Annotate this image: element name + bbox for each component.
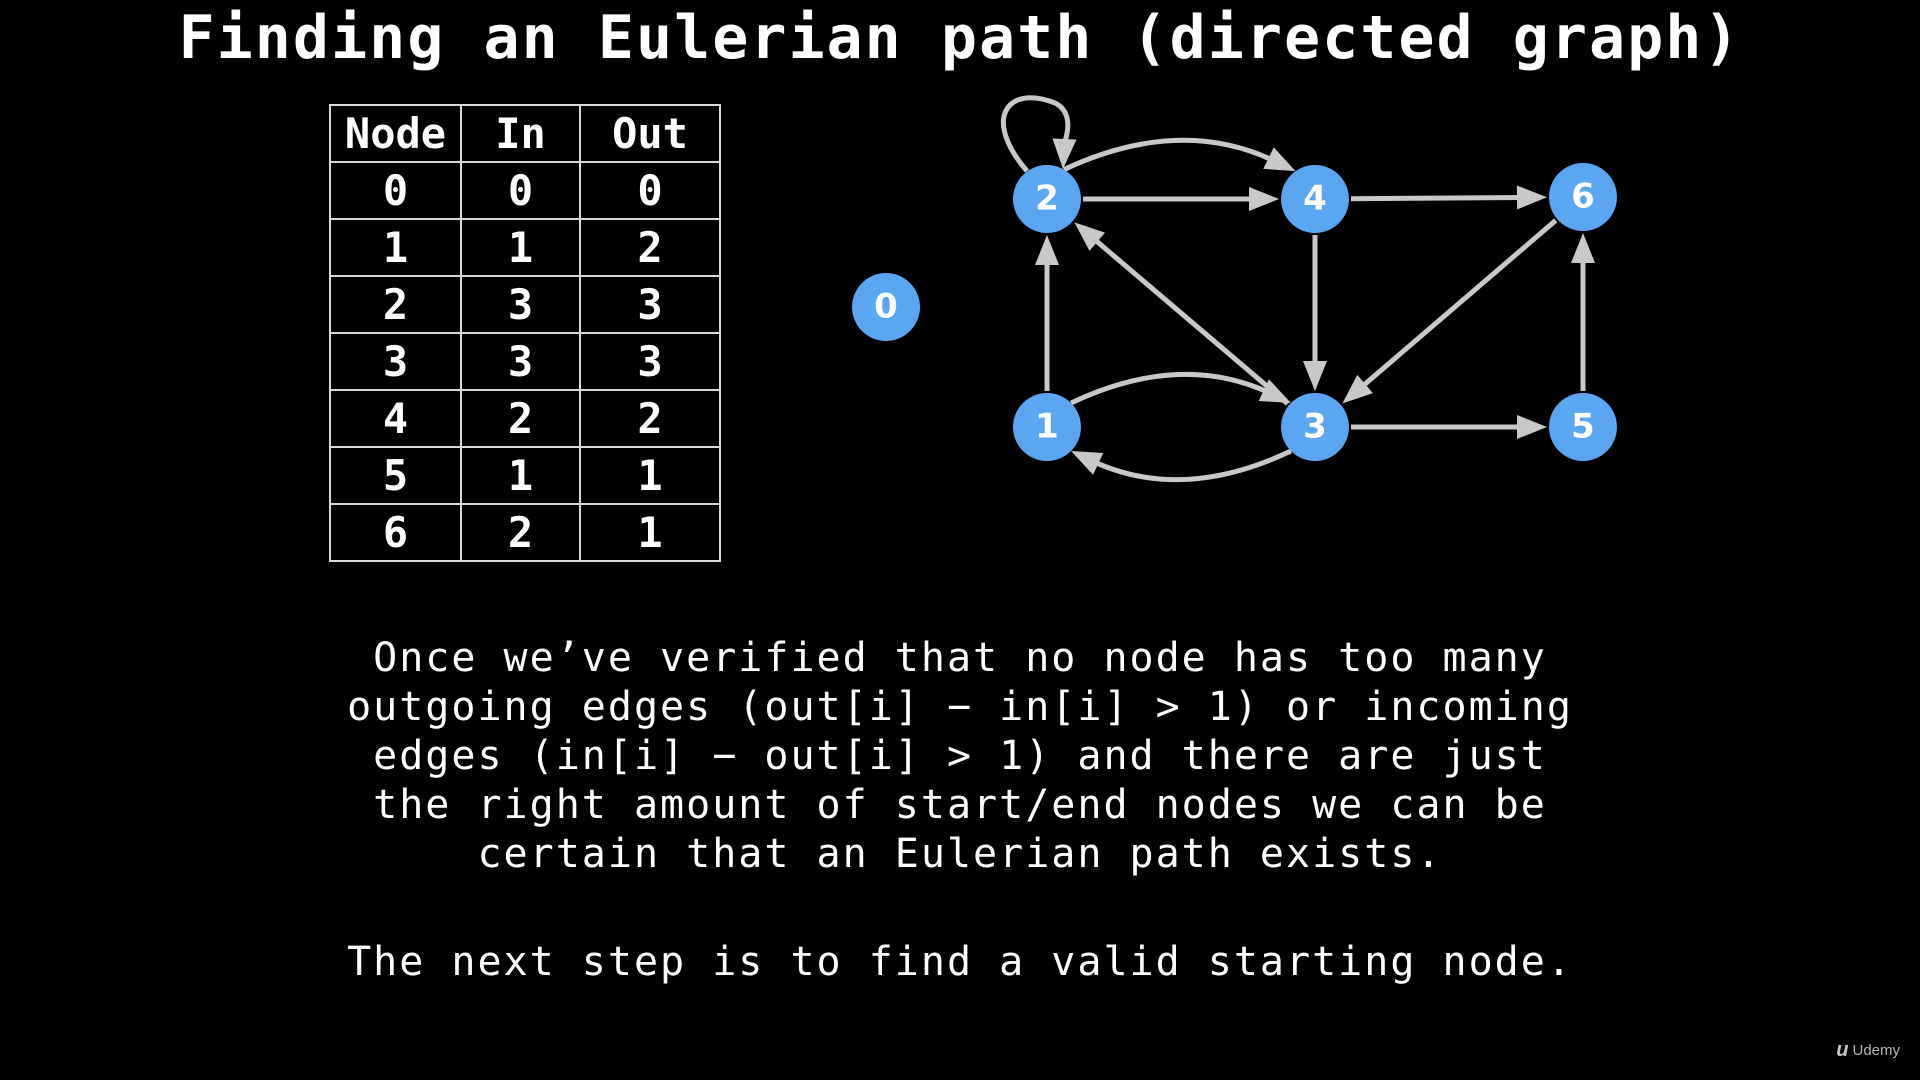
table-row: 0 0 0 [329,161,721,220]
explanation-line: edges (in[i] − out[i] > 1) and there are… [373,733,1547,779]
edge-3-to-1-arrowhead [1071,451,1104,475]
edge-3-to-5-arrowhead [1517,415,1547,439]
graph-node-label: 1 [1035,407,1059,447]
cell-out: 2 [579,218,721,277]
explanation-line: certain that an Eulerian path exists. [477,831,1443,877]
nodes-layer: 0 1 2 3 4 5 6 [852,163,1617,461]
graph-node-1: 1 [1013,393,1081,461]
edge-5-to-6-arrowhead [1571,233,1595,263]
cell-in: 3 [460,332,581,391]
graph-node-label: 6 [1571,177,1595,217]
watermark-label: Udemy [1852,1042,1900,1059]
graph-node-circle [1281,393,1349,461]
cell-in: 2 [460,389,581,448]
edge-6-to-3 [1358,218,1558,390]
graph-node-circle [1549,163,1617,231]
graph-node-6: 6 [1549,163,1617,231]
graph-node-label: 0 [874,287,898,327]
graph-node-label: 2 [1035,179,1059,219]
cell-out: 1 [579,446,721,505]
graph-node-circle [1549,393,1617,461]
next-step-text: The next step is to find a valid startin… [347,939,1573,985]
cell-in: 1 [460,446,581,505]
column-header-node: Node [329,104,462,163]
cell-out: 3 [579,332,721,391]
edge-3-to-2 [1091,235,1290,406]
graph-node-label: 5 [1571,407,1595,447]
graph-node-0: 0 [852,273,920,341]
graph-node-4: 4 [1281,165,1349,233]
cell-node: 1 [329,218,462,277]
edges-layer [1000,95,1595,483]
graph-node-2: 2 [1013,165,1081,233]
edge-1-to-3 [1069,371,1273,406]
cell-out: 2 [579,389,721,448]
table-row: 3 3 3 [329,332,721,391]
cell-out: 1 [579,503,721,562]
cell-node: 2 [329,275,462,334]
cell-out: 3 [579,275,721,334]
edge-2-to-4 [1062,137,1277,172]
column-header-out: Out [579,104,721,163]
degree-table: Node In Out 0 0 0 1 1 2 2 3 3 3 3 3 4 2 … [329,104,721,562]
graph-node-3: 3 [1281,393,1349,461]
graph-node-circle [1281,165,1349,233]
cell-node: 6 [329,503,462,562]
table-row: 6 2 1 [329,503,721,562]
edge-2-to-2 [1000,95,1071,173]
cell-node: 4 [329,389,462,448]
slide-title: Finding an Eulerian path (directed graph… [178,3,1742,73]
cell-in: 1 [460,218,581,277]
edge-2-to-4-arrowhead [1249,187,1279,211]
cell-node: 5 [329,446,462,505]
edge-2-to-2-arrowhead [1052,138,1077,169]
edge-4-to-3-arrowhead [1303,361,1327,391]
udemy-logo-icon: u [1836,1039,1849,1061]
explanation-line: Once we’ve verified that no node has too… [373,635,1547,681]
edge-4-to-6-arrowhead [1516,185,1548,210]
edge-3-to-1 [1089,448,1293,483]
explanation-line: the right amount of start/end nodes we c… [373,782,1547,828]
udemy-watermark: u Udemy [1836,1039,1900,1062]
table-row: 1 1 2 [329,218,721,277]
cell-node: 3 [329,332,462,391]
graph-node-circle [852,273,920,341]
graph-node-label: 4 [1303,179,1327,219]
edge-6-to-3-arrowhead [1342,374,1373,404]
graph-node-circle [1013,393,1081,461]
graph-node-5: 5 [1549,393,1617,461]
edge-3-to-2-arrowhead [1074,222,1106,251]
cell-in: 0 [460,161,581,220]
cell-in: 2 [460,503,581,562]
explanation-text: Once we’ve verified that no node has too… [260,634,1660,879]
cell-in: 3 [460,275,581,334]
explanation-line: outgoing edges (out[i] − in[i] > 1) or i… [347,684,1573,730]
edge-4-to-6 [1350,194,1524,202]
table-row: 4 2 2 [329,389,721,448]
table-row: 2 3 3 [329,275,721,334]
column-header-in: In [460,104,581,163]
table-row: 5 1 1 [329,446,721,505]
cell-out: 0 [579,161,721,220]
graph-node-circle [1013,165,1081,233]
table-header-row: Node In Out [329,104,721,163]
edge-1-to-2-arrowhead [1035,235,1059,265]
edge-2-to-4-arrowhead [1263,147,1296,172]
cell-node: 0 [329,161,462,220]
graph-node-label: 3 [1303,407,1327,447]
